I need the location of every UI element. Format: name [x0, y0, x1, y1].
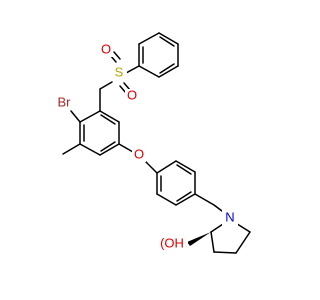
bond	[175, 193, 196, 206]
bond	[176, 164, 192, 175]
bond	[100, 114, 116, 125]
wedge-bond	[187, 232, 211, 246]
bond	[213, 251, 237, 254]
atom-label-ether-oxygen: O	[134, 146, 144, 161]
bond	[138, 32, 160, 45]
bond	[194, 193, 215, 206]
bond	[156, 193, 177, 206]
bond	[138, 65, 160, 78]
bond	[62, 143, 81, 155]
bond	[113, 51, 121, 60]
bond	[156, 160, 177, 174]
bonds	[62, 32, 251, 254]
bond	[159, 63, 175, 74]
atom-label-oxygen-top: O	[101, 41, 111, 56]
bond	[70, 110, 81, 123]
atom-label-bromine: Br	[58, 94, 72, 109]
atom-label-oxygen-bottom: O	[127, 87, 137, 102]
molecule-structure: S O O Br O N (OH	[54, 32, 251, 254]
bond	[99, 110, 120, 123]
bond	[123, 82, 131, 91]
bond	[99, 81, 113, 90]
atom-label-nitrogen: N	[225, 209, 234, 224]
bond	[100, 141, 116, 152]
bond	[210, 223, 224, 233]
bond	[143, 159, 158, 174]
bond	[175, 160, 196, 173]
bond	[158, 65, 179, 78]
bond	[99, 143, 120, 156]
bond	[235, 231, 251, 254]
bond	[176, 191, 192, 202]
bond	[79, 143, 101, 156]
bond	[125, 65, 140, 74]
bond	[79, 110, 101, 123]
atom-label-sulfur: S	[115, 64, 124, 79]
bond	[158, 32, 179, 45]
bond	[118, 143, 134, 153]
atom-labels: S O O Br O N (OH	[54, 41, 238, 252]
bond	[159, 36, 175, 47]
bond	[210, 231, 215, 253]
atom-label-hydroxyl: (OH	[160, 235, 184, 250]
